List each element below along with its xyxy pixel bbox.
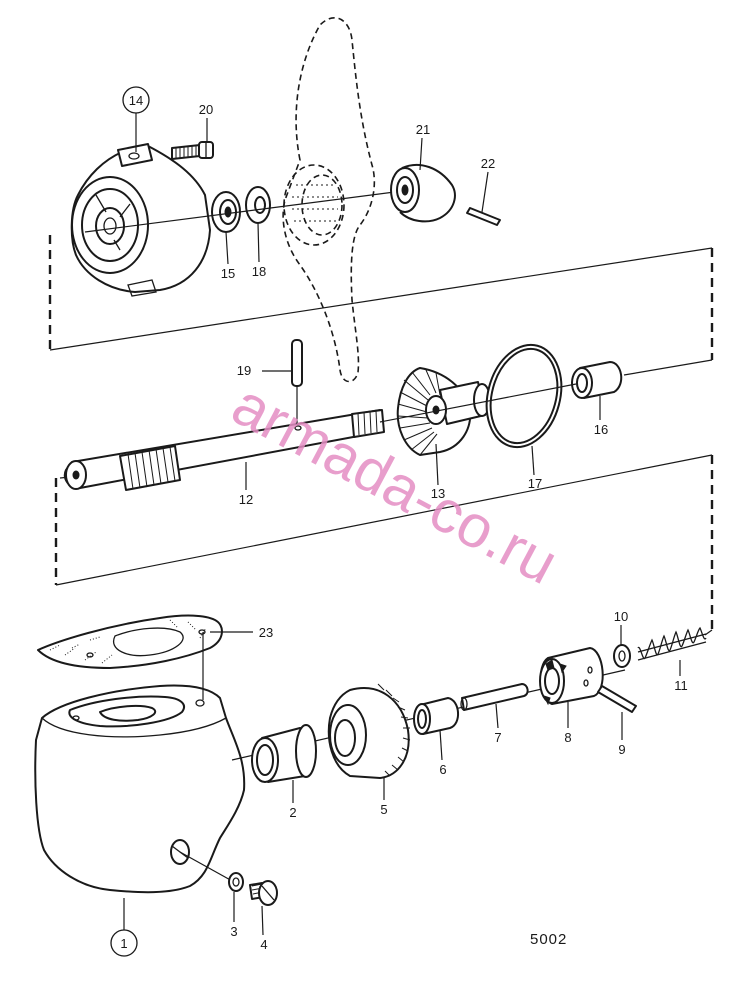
callout-17: 17 — [528, 476, 542, 491]
callout-22: 22 — [481, 156, 495, 171]
part-17-o-ring — [485, 343, 563, 449]
callout-16: 16 — [594, 422, 608, 437]
part-10-washer — [613, 644, 631, 668]
middle-axis-line — [379, 383, 577, 423]
part-22-cotter-pin — [466, 207, 501, 226]
drawing-number: 5002 — [530, 931, 567, 948]
callout-4: 4 — [260, 937, 267, 952]
callout-10: 10 — [614, 609, 628, 624]
callout-18: 18 — [252, 264, 266, 279]
leader-lines — [123, 112, 681, 936]
callout-6: 6 — [439, 762, 446, 777]
part-18-washer — [245, 186, 271, 224]
callout-20: 20 — [199, 102, 213, 117]
part-1-gearbox-housing — [34, 684, 246, 894]
callout-9: 9 — [618, 742, 625, 757]
part-12-propeller-shaft — [63, 409, 385, 491]
part-2-bushing — [251, 724, 317, 783]
part-7-push-rod — [460, 683, 529, 711]
part-21-cone-nut — [390, 163, 456, 223]
callout-5: 5 — [380, 802, 387, 817]
part-9-cross-pin — [597, 685, 637, 713]
callout-23: 23 — [259, 625, 273, 640]
callout-2: 2 — [289, 805, 296, 820]
upper-axis-line — [84, 189, 411, 233]
callout-8: 8 — [564, 730, 571, 745]
propeller-outline — [282, 17, 376, 383]
part-4-screw — [249, 880, 278, 906]
callout-15: 15 — [221, 266, 235, 281]
part-14-propeller-housing — [70, 143, 211, 297]
svg-text:14: 14 — [129, 93, 143, 108]
callout-1: 1 — [110, 929, 138, 957]
callout-3: 3 — [230, 924, 237, 939]
assembly-frame-upper — [48, 235, 714, 376]
part-6-sleeve — [413, 697, 459, 735]
part-8-dog-clutch — [539, 647, 604, 706]
callout-13: 13 — [431, 486, 445, 501]
callout-12: 12 — [239, 492, 253, 507]
part-5-gear — [327, 683, 411, 779]
callout-14: 14 — [122, 86, 150, 114]
part-13-bevel-gear — [396, 367, 491, 456]
part-23-gasket — [37, 614, 223, 669]
part-11-spring — [637, 626, 707, 661]
callout-7: 7 — [494, 730, 501, 745]
callout-11: 11 — [674, 678, 688, 693]
callout-19: 19 — [237, 363, 251, 378]
part-20-bolt — [171, 141, 214, 160]
svg-text:1: 1 — [120, 936, 127, 951]
part-3-washer — [228, 872, 244, 892]
part-19-pin — [291, 339, 303, 424]
part-16-bushing — [571, 361, 623, 399]
callout-21: 21 — [416, 122, 430, 137]
